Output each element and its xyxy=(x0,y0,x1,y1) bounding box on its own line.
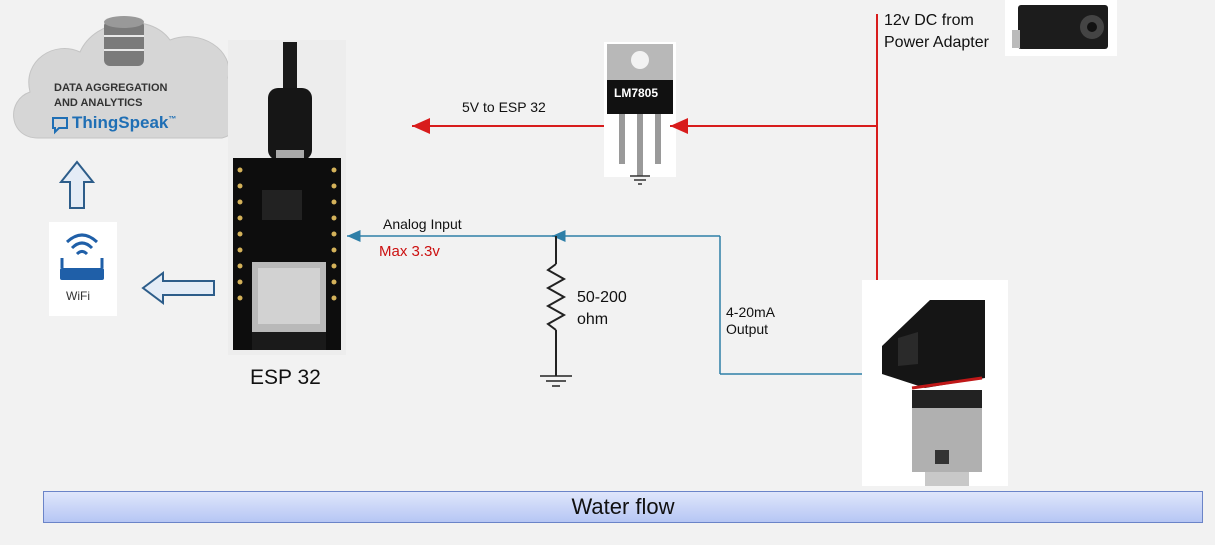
pressure-transducer-icon xyxy=(862,280,1008,486)
thingspeak-tm: ™ xyxy=(168,114,176,123)
analog-input-label: Analog Input xyxy=(383,216,462,232)
water-flow-label: Water flow xyxy=(571,494,674,519)
esp32-board-icon xyxy=(228,40,346,355)
thingspeak-brand: ThingSpeak™ xyxy=(72,113,176,133)
max-voltage-label: Max 3.3v xyxy=(379,243,440,260)
output-label: Output xyxy=(726,321,768,337)
thingspeak-brand-text: ThingSpeak xyxy=(72,113,168,132)
database-icon xyxy=(104,16,144,66)
five-volt-label: 5V to ESP 32 xyxy=(462,99,546,115)
resistor-value-label: 50-200 xyxy=(577,289,627,307)
power-source-label-line1: 12v DC from xyxy=(884,12,974,30)
lm7805-regulator-icon xyxy=(604,42,676,177)
up-arrow-icon xyxy=(61,162,93,208)
regulator-label: LM7805 xyxy=(614,86,658,100)
output-current-label: 4-20mA xyxy=(726,304,775,320)
regulator-ground-symbol xyxy=(630,176,650,184)
esp32-label: ESP 32 xyxy=(250,366,321,390)
cloud-title-line2: AND ANALYTICS xyxy=(54,97,142,109)
left-arrow-icon xyxy=(143,273,214,303)
resistor-symbol xyxy=(548,236,564,376)
wifi-label: WiFi xyxy=(66,289,90,303)
resistor-unit-label: ohm xyxy=(577,311,608,329)
power-source-label-line2: Power Adapter xyxy=(884,34,989,52)
water-flow-bar: Water flow xyxy=(43,491,1203,523)
cloud-title-line1: DATA AGGREGATION xyxy=(54,82,167,94)
dc-jack-icon xyxy=(1005,0,1117,56)
resistor-ground-symbol xyxy=(540,376,572,386)
